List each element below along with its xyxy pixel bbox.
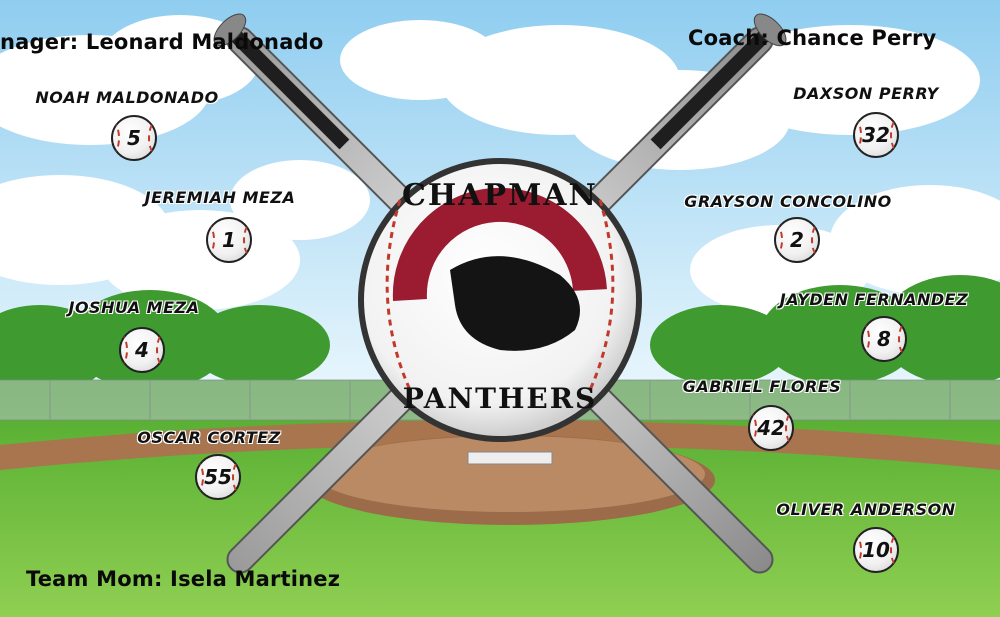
player-number: 10 <box>862 538 890 562</box>
player-name: NOAH MALDONADO <box>35 88 219 107</box>
baseball-icon: 55 <box>195 454 241 500</box>
player-name: OLIVER ANDERSON <box>776 500 956 519</box>
logo-school-name: CHAPMAN <box>402 178 598 213</box>
player-number: 32 <box>862 123 890 147</box>
player-name: JAYDEN FERNANDEZ <box>779 290 969 309</box>
player-number: 2 <box>790 228 804 252</box>
manager-label: nager: Leonard Maldonado <box>0 30 324 54</box>
team-mom-label: Team Mom: Isela Martinez <box>26 567 341 591</box>
player-name: GRAYSON CONCOLINO <box>684 192 892 211</box>
baseball-icon: 5 <box>111 115 157 161</box>
coach-label: Coach: Chance Perry <box>688 26 937 50</box>
player-name: DAXSON PERRY <box>793 84 939 103</box>
player-name: JEREMIAH MEZA <box>144 188 296 207</box>
player-name: GABRIEL FLORES <box>682 377 842 396</box>
pitching-rubber <box>467 451 553 465</box>
player-number: 42 <box>757 416 785 440</box>
baseball-icon: 4 <box>119 327 165 373</box>
baseball-icon: 1 <box>206 217 252 263</box>
player-number: 8 <box>877 327 891 351</box>
baseball-icon: 32 <box>853 112 899 158</box>
player-name: JOSHUA MEZA <box>68 298 200 317</box>
player-number: 1 <box>222 228 236 252</box>
player-name: OSCAR CORTEZ <box>137 428 281 447</box>
team-logo <box>358 158 642 442</box>
logo-mascot-name: PANTHERS <box>402 382 598 415</box>
baseball-icon: 42 <box>748 405 794 451</box>
clouds <box>0 15 1000 315</box>
baseball-icon: 2 <box>774 217 820 263</box>
player-number: 4 <box>135 338 149 362</box>
baseball-icon: 8 <box>861 316 907 362</box>
player-number: 5 <box>127 126 141 150</box>
baseball-icon: 10 <box>853 527 899 573</box>
player-number: 55 <box>204 465 232 489</box>
